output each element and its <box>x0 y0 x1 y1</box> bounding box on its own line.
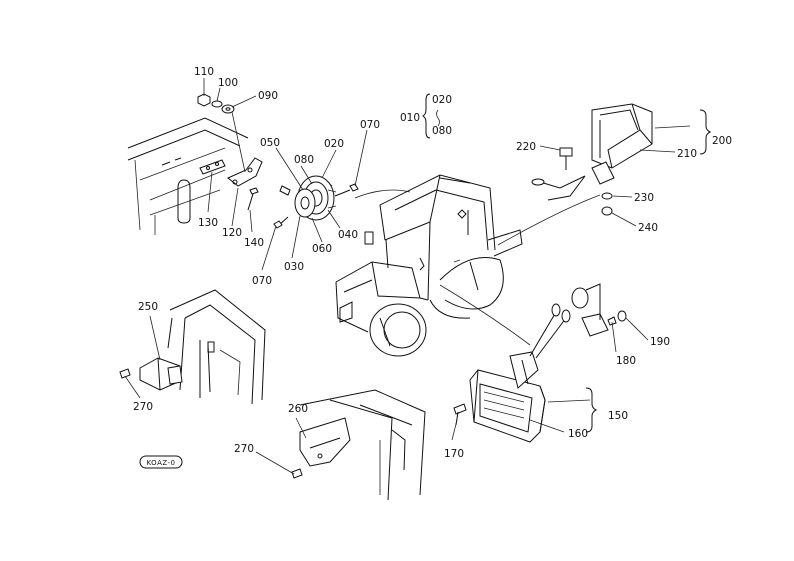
callout-190: 190 <box>650 336 670 348</box>
callout-170: 170 <box>444 448 464 460</box>
leader-curves <box>354 189 601 346</box>
callout-270-left: 270 <box>133 401 153 413</box>
callout-080-group: 080 <box>432 125 452 137</box>
callout-060: 060 <box>312 243 332 255</box>
bracket-130 <box>199 159 226 175</box>
callout-020-group: 020 <box>432 94 452 106</box>
cab-pillar-left <box>167 289 266 405</box>
callout-260: 260 <box>288 403 308 415</box>
callout-140: 140 <box>244 237 264 249</box>
callout-leaders <box>124 78 712 475</box>
document-stamp: KOAZ-0 <box>139 455 183 469</box>
tractor-cab <box>335 174 523 357</box>
work-lamp-150 <box>453 283 627 443</box>
callout-180: 180 <box>616 355 636 367</box>
callout-240: 240 <box>638 222 658 234</box>
callout-160: 160 <box>568 428 588 440</box>
callout-020: 020 <box>324 138 344 150</box>
callout-070-top: 070 <box>360 119 380 131</box>
callout-070-bottom: 070 <box>252 275 272 287</box>
callout-210: 210 <box>677 148 697 160</box>
callout-labels: 010 020 080 110 100 090 050 080 020 070 … <box>133 66 732 460</box>
callout-200: 200 <box>712 135 732 147</box>
callout-010: 010 <box>400 112 420 124</box>
callout-040: 040 <box>338 229 358 241</box>
callout-100: 100 <box>218 77 238 89</box>
bolt-140 <box>247 187 259 211</box>
bracket-260 <box>291 417 351 479</box>
callout-090: 090 <box>258 90 278 102</box>
callout-050: 050 <box>260 137 280 149</box>
fender-outline-top-left <box>127 117 249 235</box>
stamp-text: KOAZ-0 <box>146 459 175 467</box>
callout-030: 030 <box>284 261 304 273</box>
callout-080: 080 <box>294 154 314 166</box>
work-lamp-200 <box>531 103 653 216</box>
bolt-stack-110 <box>197 93 235 114</box>
callout-270-bottom: 270 <box>234 443 254 455</box>
callout-120: 120 <box>222 227 242 239</box>
callout-130: 130 <box>198 217 218 229</box>
fender-bottom-center <box>299 389 426 501</box>
callout-150: 150 <box>608 410 628 422</box>
callout-110: 110 <box>194 66 214 78</box>
callout-220: 220 <box>516 141 536 153</box>
callout-230: 230 <box>634 192 654 204</box>
callout-250: 250 <box>138 301 158 313</box>
horn-assembly <box>273 175 359 229</box>
bracket-250 <box>119 357 183 391</box>
